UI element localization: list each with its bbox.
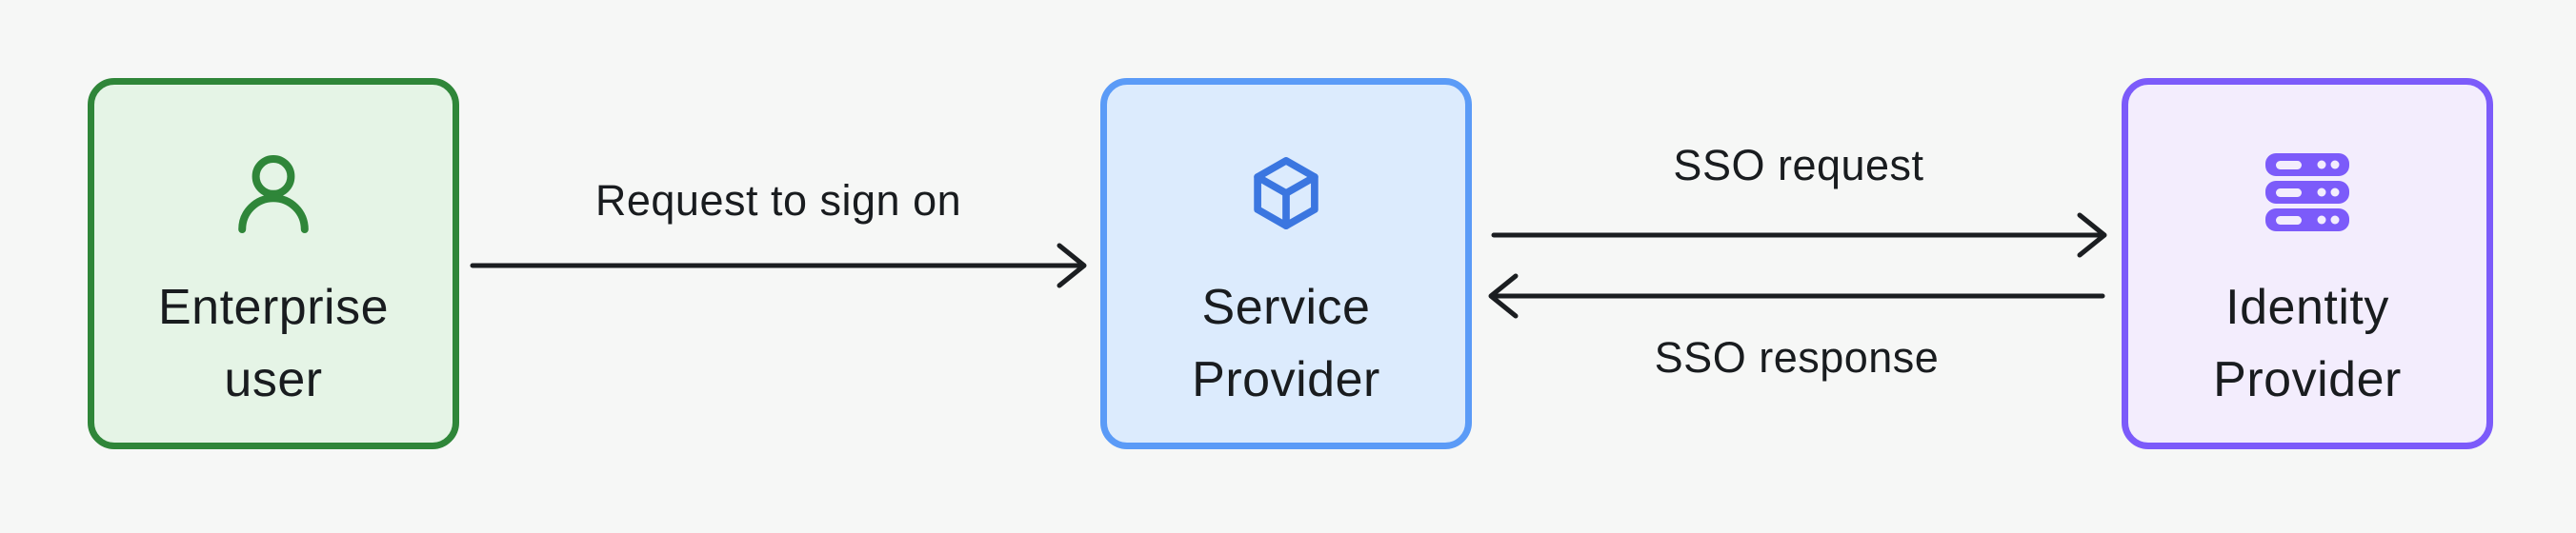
node-label: Enterprise user	[94, 271, 453, 416]
node-label: Service Provider	[1107, 271, 1465, 416]
cube-icon	[1107, 146, 1465, 241]
node-label: Identity Provider	[2128, 271, 2486, 416]
node-service-provider: Service Provider	[1100, 78, 1472, 449]
edge-label-sso-response: SSO response	[1654, 333, 1940, 382]
arrow-sso-response	[1488, 273, 2105, 319]
edge-label-sso-request: SSO request	[1673, 141, 1924, 189]
server-stack-icon	[2128, 146, 2486, 241]
arrow-sso-request	[1491, 212, 2107, 258]
node-label-line2: Provider	[1192, 352, 1380, 407]
node-label-line1: Identity	[2225, 280, 2389, 335]
node-label-line1: Enterprise	[158, 280, 389, 335]
arrow-request-to-sign-on	[470, 243, 1087, 288]
edge-label-request-to-sign-on: Request to sign on	[594, 176, 962, 225]
node-label-line1: Service	[1201, 280, 1371, 335]
node-identity-provider: Identity Provider	[2122, 78, 2493, 449]
node-label-line2: Provider	[2213, 352, 2402, 407]
node-enterprise-user: Enterprise user	[88, 78, 459, 449]
node-label-line2: user	[224, 352, 323, 407]
user-icon	[94, 146, 453, 241]
